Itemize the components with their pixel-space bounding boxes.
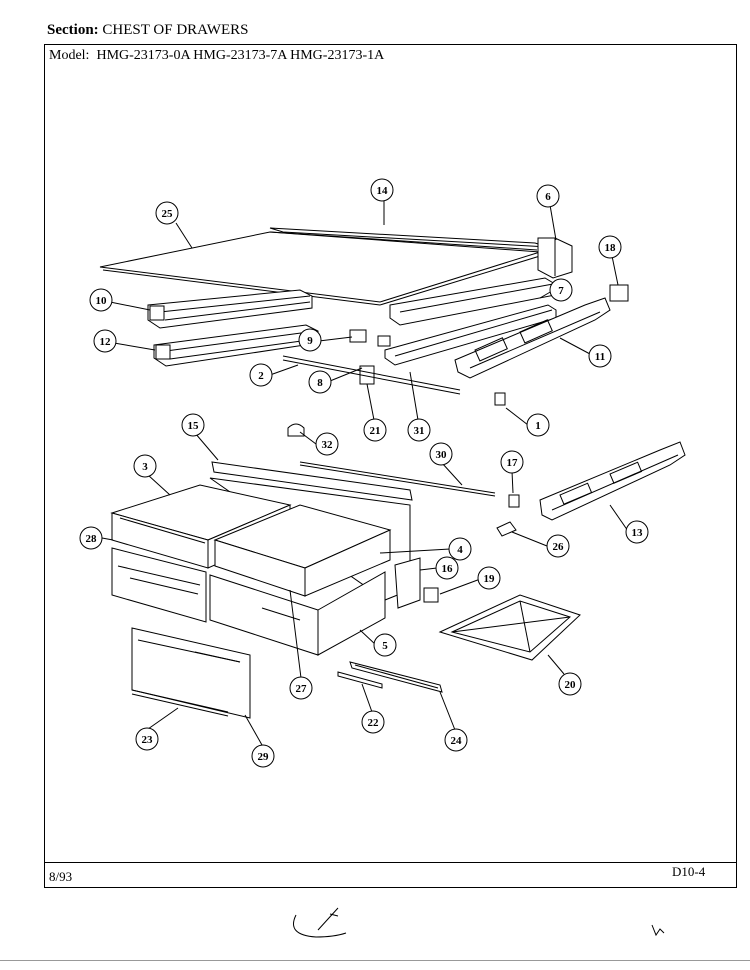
callout-11: 11	[588, 344, 612, 368]
callout-10: 10	[89, 288, 113, 312]
svg-text:31: 31	[414, 425, 425, 437]
callout-3: 3	[133, 454, 157, 478]
callout-4: 4	[448, 537, 472, 561]
section-value: CHEST OF DRAWERS	[102, 22, 249, 38]
callout-26: 26	[546, 534, 570, 558]
model-label: Model:	[49, 48, 90, 63]
small-parts-drawing	[282, 329, 506, 406]
callout-5: 5	[373, 633, 397, 657]
callout-12: 12	[93, 329, 117, 353]
svg-text:14: 14	[377, 185, 389, 197]
side-rail-lower-drawing	[539, 441, 686, 521]
svg-text:27: 27	[296, 683, 308, 695]
svg-text:11: 11	[595, 351, 605, 363]
svg-text:29: 29	[258, 751, 270, 763]
section-title: Section: CHEST OF DRAWERS	[47, 22, 248, 39]
callout-17: 17	[500, 450, 524, 474]
callout-25: 25	[155, 201, 179, 225]
svg-text:21: 21	[370, 425, 381, 437]
left-rails-drawing	[147, 289, 319, 367]
svg-text:32: 32	[322, 439, 334, 451]
section-label: Section:	[47, 22, 99, 38]
svg-text:12: 12	[100, 336, 112, 348]
callout-14: 14	[370, 178, 394, 202]
bottom-divider	[0, 960, 750, 961]
svg-text:1: 1	[535, 420, 541, 432]
callout-16: 16	[435, 556, 459, 580]
footer-date: 8/93	[49, 869, 73, 884]
svg-text:9: 9	[307, 335, 313, 347]
chest-body-drawing	[110, 461, 496, 656]
clip-drawing	[609, 284, 629, 302]
svg-text:4: 4	[457, 544, 463, 556]
svg-text:28: 28	[86, 533, 98, 545]
svg-text:22: 22	[368, 717, 380, 729]
footer-page-code: D10-4	[672, 864, 706, 879]
svg-text:17: 17	[507, 457, 519, 469]
top-shelf-drawing	[99, 227, 573, 306]
slides-drawing	[337, 661, 443, 693]
svg-text:18: 18	[605, 242, 617, 254]
svg-text:19: 19	[484, 573, 496, 585]
callout-1: 1	[526, 413, 550, 437]
model-line: Model: HMG-23173-0A HMG-23173-7A HMG-231…	[49, 48, 384, 64]
callout-31: 31	[407, 418, 431, 442]
svg-text:26: 26	[553, 541, 565, 553]
footer-rule	[45, 862, 736, 863]
svg-text:2: 2	[258, 370, 264, 382]
svg-text:16: 16	[442, 563, 454, 575]
svg-text:7: 7	[558, 285, 564, 297]
callout-18: 18	[598, 235, 622, 259]
leader-lines	[101, 200, 629, 746]
svg-text:8: 8	[317, 377, 323, 389]
model-numbers: HMG-23173-0A HMG-23173-7A HMG-23173-1A	[96, 48, 385, 63]
svg-text:6: 6	[545, 191, 551, 203]
callout-8: 8	[308, 370, 332, 394]
callout-13: 13	[625, 520, 649, 544]
tray-drawing	[438, 594, 581, 661]
callout-15: 15	[181, 413, 205, 437]
callout-29: 29	[251, 744, 275, 768]
svg-text:13: 13	[632, 527, 644, 539]
callout-6: 6	[536, 184, 560, 208]
handwritten-mark	[293, 907, 665, 938]
side-rail-upper-drawing	[454, 297, 611, 379]
svg-text:30: 30	[436, 449, 448, 461]
callout-19: 19	[477, 566, 501, 590]
svg-text:3: 3	[142, 461, 148, 473]
callout-32: 32	[315, 432, 339, 456]
callout-22: 22	[361, 710, 385, 734]
svg-text:24: 24	[451, 735, 463, 747]
callout-24: 24	[444, 728, 468, 752]
front-panel-drawing	[131, 627, 251, 719]
callout-7: 7	[549, 278, 573, 302]
callout-21: 21	[363, 418, 387, 442]
callout-23: 23	[135, 727, 159, 751]
callout-28: 28	[79, 526, 103, 550]
svg-text:20: 20	[565, 679, 577, 691]
svg-text:15: 15	[188, 420, 200, 432]
svg-text:23: 23	[142, 734, 154, 746]
svg-text:10: 10	[96, 295, 108, 307]
callout-2: 2	[249, 363, 273, 387]
svg-text:25: 25	[162, 208, 174, 220]
clips-drawing	[287, 423, 520, 603]
callout-30: 30	[429, 442, 453, 466]
callout-27: 27	[289, 676, 313, 700]
diagram-frame	[44, 44, 737, 888]
callout-20: 20	[558, 672, 582, 696]
callout-9: 9	[298, 328, 322, 352]
svg-text:5: 5	[382, 640, 388, 652]
